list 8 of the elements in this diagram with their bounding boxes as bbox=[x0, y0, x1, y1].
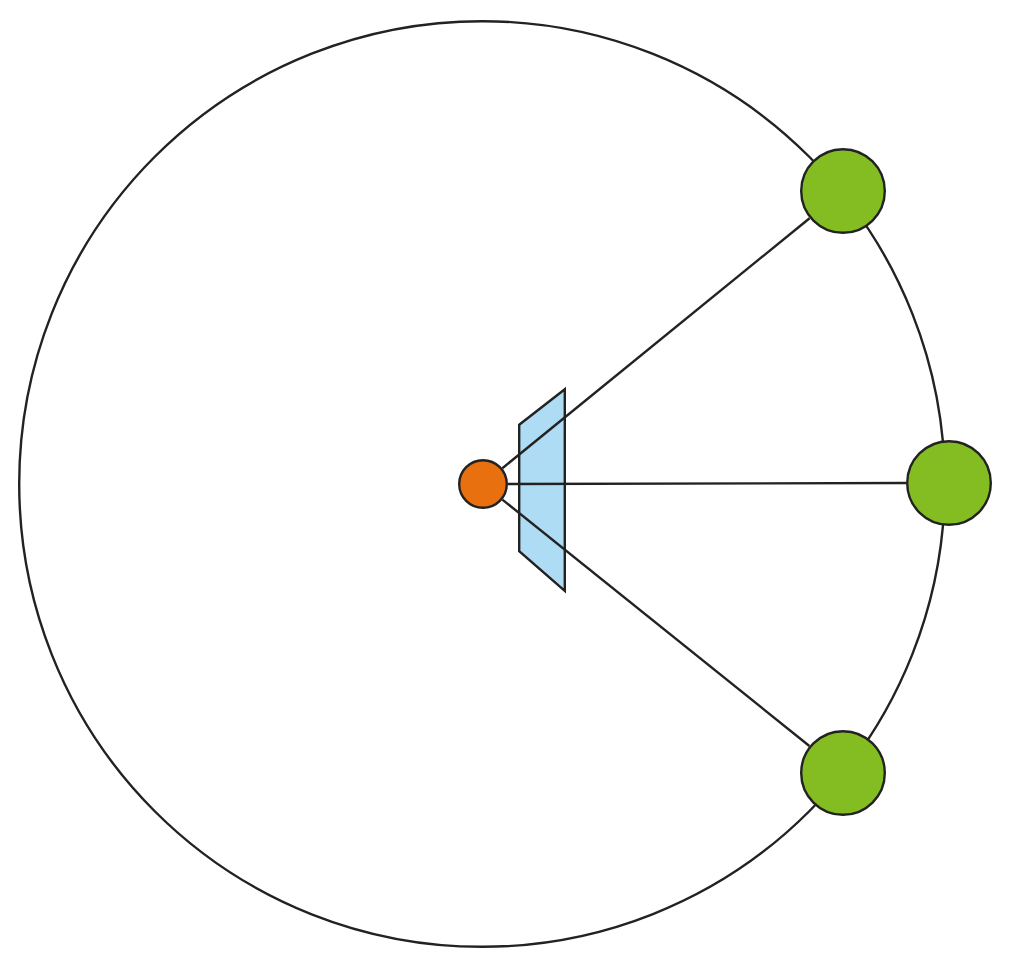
outer-node bbox=[906, 440, 992, 526]
connector-line bbox=[508, 481, 906, 486]
outer-node bbox=[800, 148, 886, 234]
outer-node bbox=[800, 730, 886, 816]
connector-line bbox=[501, 217, 811, 470]
boundary-circle bbox=[18, 20, 946, 948]
source-with-lens-drawing bbox=[458, 388, 566, 592]
connector-line bbox=[501, 498, 811, 747]
